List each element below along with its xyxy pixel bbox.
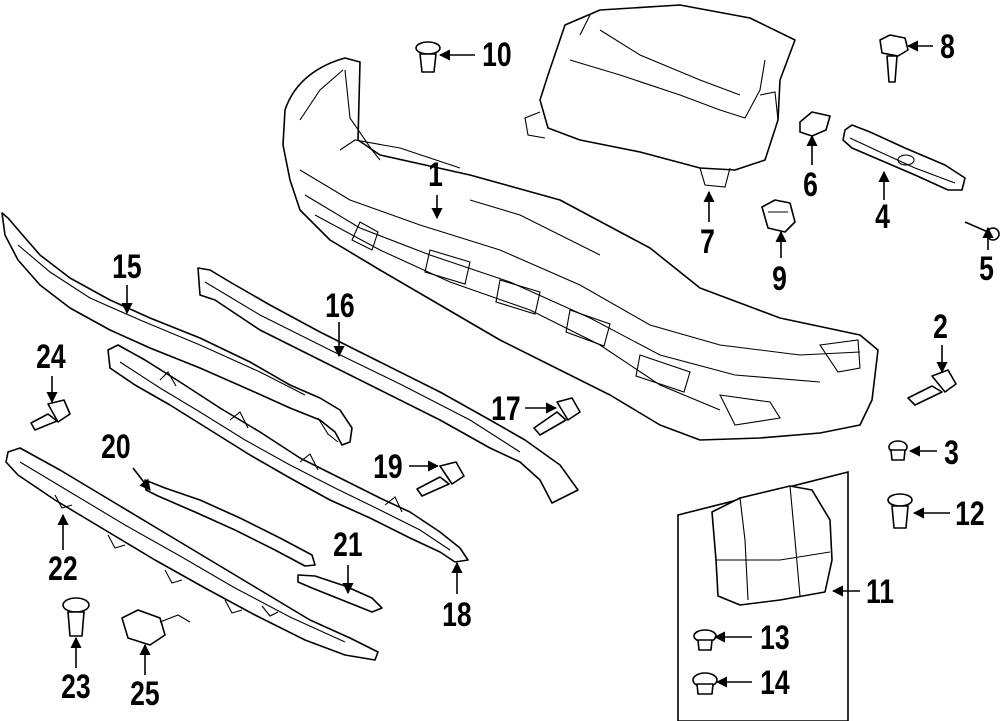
callout-3: 3 xyxy=(944,434,959,472)
callout-13: 13 xyxy=(760,619,790,657)
grille-strip-part xyxy=(197,267,579,504)
callout-11: 11 xyxy=(866,573,894,611)
callout-8: 8 xyxy=(940,28,955,66)
leader-lines xyxy=(46,40,994,688)
bolt-part-2 xyxy=(907,369,957,406)
callout-labels: 1 2 3 4 5 6 7 8 9 10 11 12 13 14 15 16 1… xyxy=(36,28,994,713)
callout-20: 20 xyxy=(101,428,131,466)
callout-16: 16 xyxy=(325,287,355,325)
callout-1: 1 xyxy=(428,156,443,194)
callout-10: 10 xyxy=(482,36,512,74)
lower-valance-part xyxy=(5,447,379,661)
callout-17: 17 xyxy=(491,390,521,428)
callout-22: 22 xyxy=(48,550,78,588)
upper-molding-part xyxy=(1,212,353,446)
bolt-part-8 xyxy=(879,34,909,83)
callout-24: 24 xyxy=(36,338,66,376)
bolt-part-17 xyxy=(533,397,581,436)
small-strip-part xyxy=(297,574,383,613)
callout-14: 14 xyxy=(760,664,790,702)
bumper-cover-part xyxy=(282,57,879,441)
callout-25: 25 xyxy=(130,675,160,713)
sensor-part xyxy=(121,609,191,646)
callout-23: 23 xyxy=(61,668,91,706)
callout-7: 7 xyxy=(700,223,715,261)
push-pin-part-10 xyxy=(415,41,441,73)
callout-18: 18 xyxy=(442,596,472,634)
callout-21: 21 xyxy=(333,526,363,564)
absorber-housing-part xyxy=(524,4,796,188)
push-pin-part-23 xyxy=(62,597,90,637)
callout-15: 15 xyxy=(112,248,142,286)
pin-screw-part xyxy=(964,221,1000,241)
push-pin-part-12 xyxy=(887,493,913,529)
clip-part-6 xyxy=(799,111,831,137)
callout-9: 9 xyxy=(772,260,787,298)
nut-part-3 xyxy=(888,440,908,461)
callout-12: 12 xyxy=(955,495,985,533)
callout-2: 2 xyxy=(933,308,948,346)
bolt-part-19 xyxy=(416,461,465,497)
callout-4: 4 xyxy=(875,198,890,236)
callout-19: 19 xyxy=(373,448,403,486)
bracket-clip-part xyxy=(761,199,796,233)
deflector-group xyxy=(677,470,849,721)
bolt-part-24 xyxy=(30,399,71,431)
callout-6: 6 xyxy=(803,166,818,204)
lower-molding-part xyxy=(144,479,316,567)
side-bracket-part xyxy=(842,124,966,191)
callout-5: 5 xyxy=(979,250,994,288)
reinforcement-bracket-part xyxy=(107,344,469,563)
